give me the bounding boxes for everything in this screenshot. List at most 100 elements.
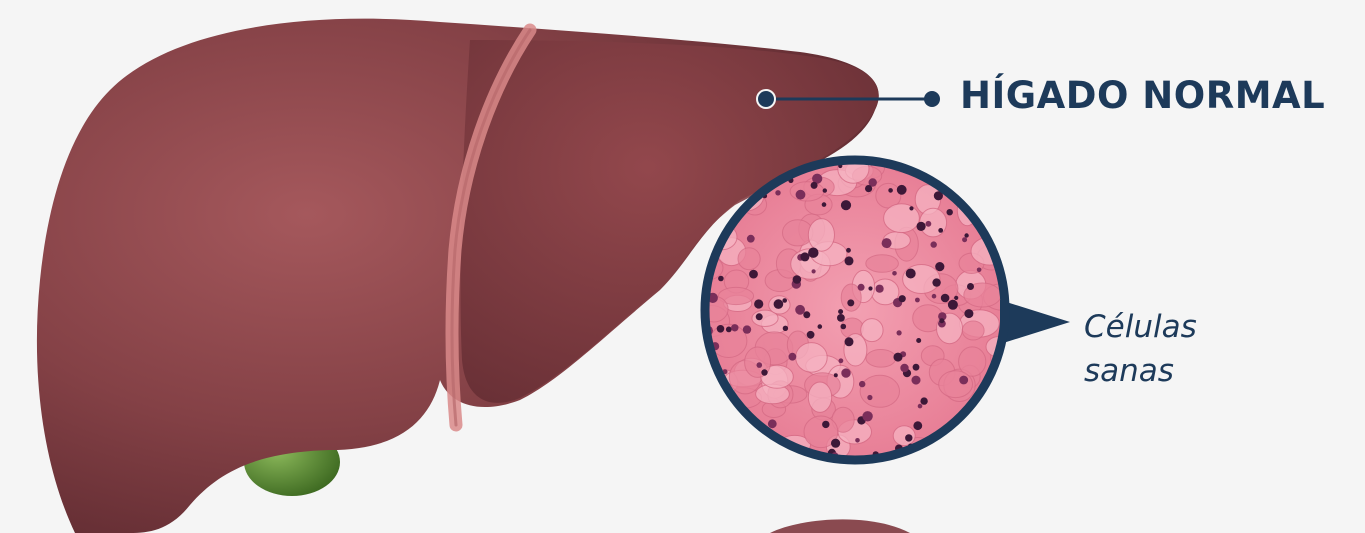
cell-nucleus [954,296,958,300]
cell-nucleus [782,298,787,303]
cell-nucleus [915,298,920,303]
cell-nucleus [909,206,913,210]
cell-nucleus [967,283,974,290]
cell-nucleus [868,286,872,290]
lower-organ-edge [770,519,910,533]
leader-end-dot [924,91,940,107]
tissue-cell [884,204,920,233]
cell-nucleus [935,262,944,271]
cell-nucleus [888,188,893,193]
cell-nucleus [800,252,809,261]
cell-nucleus [726,327,732,333]
tissue-cell [994,154,1014,174]
cell-nucleus [964,309,973,318]
cell-nucleus [837,314,845,322]
tissue-cell [790,182,824,201]
tissue-cell [974,178,1001,195]
tissue-cell [903,265,940,294]
cell-nucleus [894,353,903,362]
cell-nucleus [812,269,816,273]
magnifier-pointer [1000,300,1070,344]
cell-nucleus [962,237,967,242]
cell-nucleus [789,353,797,361]
cell-nucleus [783,326,788,331]
cell-nucleus [841,200,851,210]
cell-nucleus [775,190,780,195]
cell-nucleus [808,248,818,258]
cell-nucleus [897,185,907,195]
cell-nucleus [977,268,982,273]
cell-nucleus [865,185,872,192]
tissue-cell [988,148,1010,175]
tissue-cell [930,445,952,469]
cell-nucleus [900,364,908,372]
cell-nucleus [948,300,958,310]
cell-nucleus [796,190,806,200]
cell-nucleus [862,411,872,421]
cell-nucleus [743,325,751,333]
leader-start-dot [757,90,775,108]
cell-nucleus [906,269,916,279]
cell-nucleus [938,228,943,233]
cell-nucleus [822,202,827,207]
tissue-cell [808,382,831,412]
cells-caption: Células sanas [1084,305,1197,393]
cell-nucleus [847,299,854,306]
organ-title: HÍGADO NORMAL [960,74,1325,117]
cell-nucleus [913,364,920,371]
cell-nucleus [793,275,802,284]
cell-nucleus [892,271,897,276]
cell-nucleus [807,331,815,339]
cell-nucleus [913,421,922,430]
cell-nucleus [831,439,840,448]
cell-nucleus [731,324,738,331]
cell-nucleus [932,278,940,286]
cell-nucleus [845,256,854,265]
tissue-cell [860,375,899,407]
cell-nucleus [756,313,763,320]
cell-nucleus [822,421,829,428]
cell-nucleus [912,376,921,385]
cell-nucleus [839,358,844,363]
cell-nucleus [841,324,847,330]
cell-nucleus [926,221,932,227]
cell-nucleus [905,434,912,441]
tissue-cell [939,371,973,398]
tissue-cell [866,350,896,368]
cell-nucleus [834,373,838,377]
cell-nucleus [917,222,926,231]
tissue-cell [977,423,1014,452]
cell-nucleus [939,318,944,323]
cell-nucleus [920,397,927,404]
cell-nucleus [803,311,810,318]
cell-nucleus [718,276,724,282]
cell-nucleus [959,376,968,385]
cell-nucleus [855,438,860,443]
cell-nucleus [818,324,823,329]
cell-nucleus [811,182,818,189]
cell-nucleus [749,270,758,279]
cells-caption-line1: Células [1084,305,1197,349]
cell-nucleus [918,404,923,409]
tissue-cell [866,255,899,273]
cell-nucleus [916,338,921,343]
cell-nucleus [757,362,763,368]
cell-nucleus [795,305,805,315]
cell-nucleus [845,337,854,346]
tissue-cell [808,219,834,252]
cell-nucleus [754,299,763,308]
cell-nucleus [882,238,892,248]
cell-nucleus [867,395,872,400]
cell-nucleus [899,295,906,302]
cell-nucleus [897,330,902,335]
cell-nucleus [932,294,937,299]
tissue-cell [962,321,984,340]
cell-nucleus [858,284,865,291]
cell-nucleus [876,285,884,293]
tissue-cell [893,426,915,446]
cell-nucleus [823,188,827,192]
cell-nucleus [747,235,755,243]
cell-nucleus [931,241,937,247]
cell-nucleus [846,248,851,253]
cell-nucleus [947,209,953,215]
